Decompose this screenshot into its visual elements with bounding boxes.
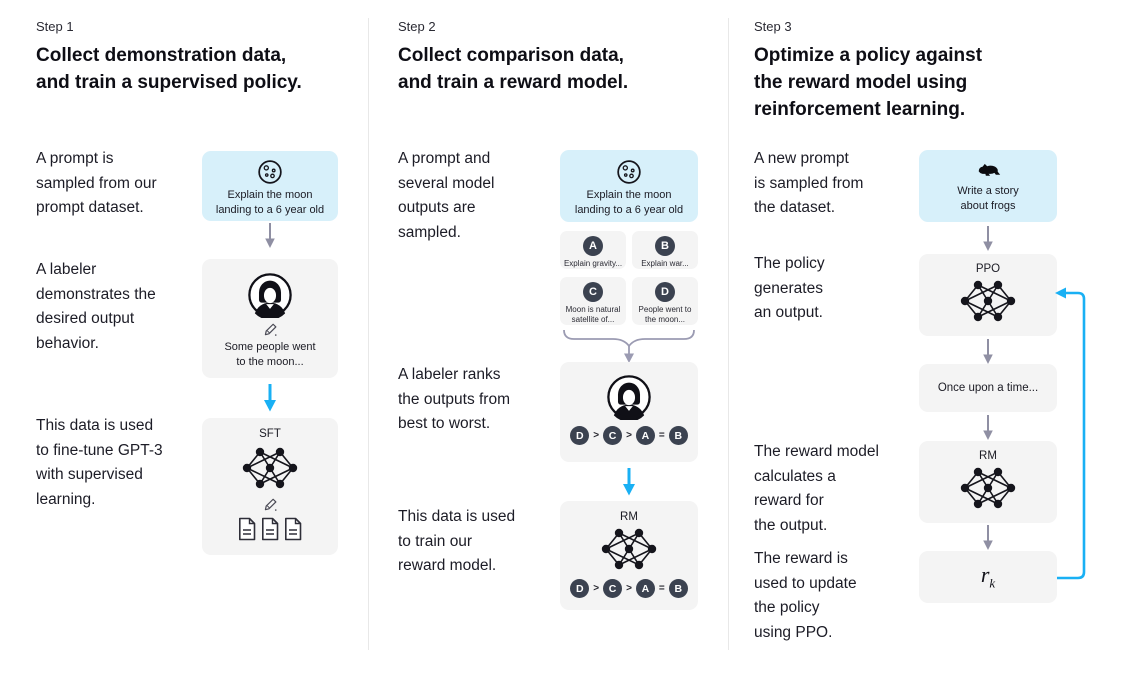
step1-caption-labeler: A labeler demonstrates the desired outpu… — [36, 261, 156, 352]
step3-label: Step 3 — [754, 19, 792, 34]
rank-badge: B — [668, 579, 688, 598]
output-option-d: D People went to the moon... — [632, 277, 698, 325]
step1-heading: Collect demonstration data, and train a … — [36, 45, 302, 93]
neural-network-icon — [960, 465, 1016, 511]
rank-badge: B — [668, 426, 688, 445]
labeler-avatar-icon — [606, 374, 652, 420]
document-icon — [283, 517, 303, 541]
step3-caption-prompt: A new prompt is sampled from the dataset… — [754, 150, 864, 216]
rank-separator: > — [626, 430, 632, 441]
rank-separator: > — [593, 430, 600, 441]
step2-caption-labeler: A labeler ranks the outputs from best to… — [398, 366, 511, 432]
step3-caption-policy: The policy generates an output. — [754, 255, 825, 321]
rank-separator: = — [658, 430, 665, 441]
step3-caption-reward: The reward model calculates a reward for… — [754, 443, 879, 534]
rank-separator: > — [626, 583, 632, 594]
output-text: Once upon a time... — [937, 382, 1039, 394]
arrow-down-icon — [264, 223, 276, 249]
step3-rm-box: RM — [919, 441, 1057, 523]
blue-arrow-down-icon — [622, 468, 636, 496]
step1-caption-prompt: A prompt is sampled from our prompt data… — [36, 150, 157, 216]
moon-icon — [257, 159, 283, 185]
ranking-row: D > C > A = B — [570, 426, 688, 445]
option-letter-badge: D — [655, 282, 675, 302]
step3-output-box: Once upon a time... — [919, 364, 1057, 412]
neural-network-icon — [601, 526, 657, 572]
output-option-c: C Moon is natural satellite of... — [560, 277, 626, 325]
rank-separator: = — [658, 583, 665, 594]
step3-reward-box: rk — [919, 551, 1057, 603]
step2-caption-prompt: A prompt and several model outputs are s… — [398, 150, 495, 241]
step1-labeler-box: Some people went to the moon... — [202, 259, 338, 378]
arrow-down-icon — [982, 525, 994, 551]
step1-label: Step 1 — [36, 19, 74, 34]
rank-badge: A — [635, 426, 655, 445]
ranking-row: D > C > A = B — [570, 579, 688, 598]
labeler-avatar-icon — [247, 272, 293, 318]
step3-prompt-box: Write a story about frogs — [919, 150, 1057, 222]
column-divider — [728, 18, 729, 650]
step2-prompt-text: Explain the moon landing to a 6 year old — [574, 189, 684, 216]
option-caption: Moon is natural satellite of... — [565, 305, 621, 324]
step3-heading: Optimize a policy against the reward mod… — [754, 45, 983, 120]
step3-prompt-text: Write a story about frogs — [957, 185, 1019, 212]
option-letter-badge: C — [583, 282, 603, 302]
step1-prompt-text: Explain the moon landing to a 6 year old — [215, 189, 325, 216]
step3-ppo-box: PPO — [919, 254, 1057, 336]
column-divider — [368, 18, 369, 650]
option-letter-badge: A — [583, 236, 603, 256]
documents-row — [237, 517, 303, 541]
option-caption: Explain war... — [641, 259, 689, 268]
arrow-down-icon — [982, 415, 994, 441]
ppo-label: PPO — [975, 263, 1001, 275]
arrow-down-icon — [982, 226, 994, 252]
step2-label: Step 2 — [398, 19, 436, 34]
neural-network-icon — [242, 445, 298, 491]
rank-badge: D — [570, 579, 590, 598]
rank-badge: D — [570, 426, 590, 445]
brace-arrow-icon — [560, 330, 698, 364]
output-option-a: A Explain gravity... — [560, 231, 626, 269]
document-icon — [237, 517, 257, 541]
feedback-loop-arrow-icon — [1055, 287, 1086, 580]
blue-arrow-down-icon — [263, 384, 277, 412]
step2-rm-box: RM D > C > A = B — [560, 501, 698, 610]
step1-prompt-box: Explain the moon landing to a 6 year old — [202, 151, 338, 221]
document-icon — [260, 517, 280, 541]
rank-separator: > — [593, 583, 600, 594]
rank-badge: C — [603, 426, 623, 445]
step2-labeler-box: D > C > A = B — [560, 362, 698, 462]
step2-heading: Collect comparison data, and train a rew… — [398, 45, 629, 93]
moon-icon — [616, 159, 642, 185]
frog-icon — [975, 162, 1001, 179]
sft-label: SFT — [259, 428, 281, 440]
neural-network-icon — [960, 278, 1016, 324]
option-letter-badge: B — [655, 236, 675, 256]
pencil-icon — [263, 497, 278, 512]
step1-demonstration-text: Some people went to the moon... — [224, 341, 316, 368]
step2-prompt-box: Explain the moon landing to a 6 year old — [560, 150, 698, 222]
step2-caption-data: This data is used to train our reward mo… — [398, 508, 516, 574]
output-option-b: B Explain war... — [632, 231, 698, 269]
reward-value: rk — [980, 562, 996, 591]
rank-badge: A — [635, 579, 655, 598]
arrow-down-icon — [982, 339, 994, 365]
option-caption: Explain gravity... — [563, 259, 623, 268]
step1-caption-data: This data is used to fine-tune GPT-3 wit… — [36, 417, 163, 508]
rank-badge: C — [603, 579, 623, 598]
option-caption: People went to the moon... — [638, 305, 692, 324]
pencil-icon — [263, 322, 278, 337]
step3-caption-update: The reward is used to update the policy … — [754, 550, 857, 641]
rm-label: RM — [620, 511, 638, 523]
rm-label: RM — [979, 450, 997, 462]
step1-sft-box: SFT — [202, 418, 338, 555]
